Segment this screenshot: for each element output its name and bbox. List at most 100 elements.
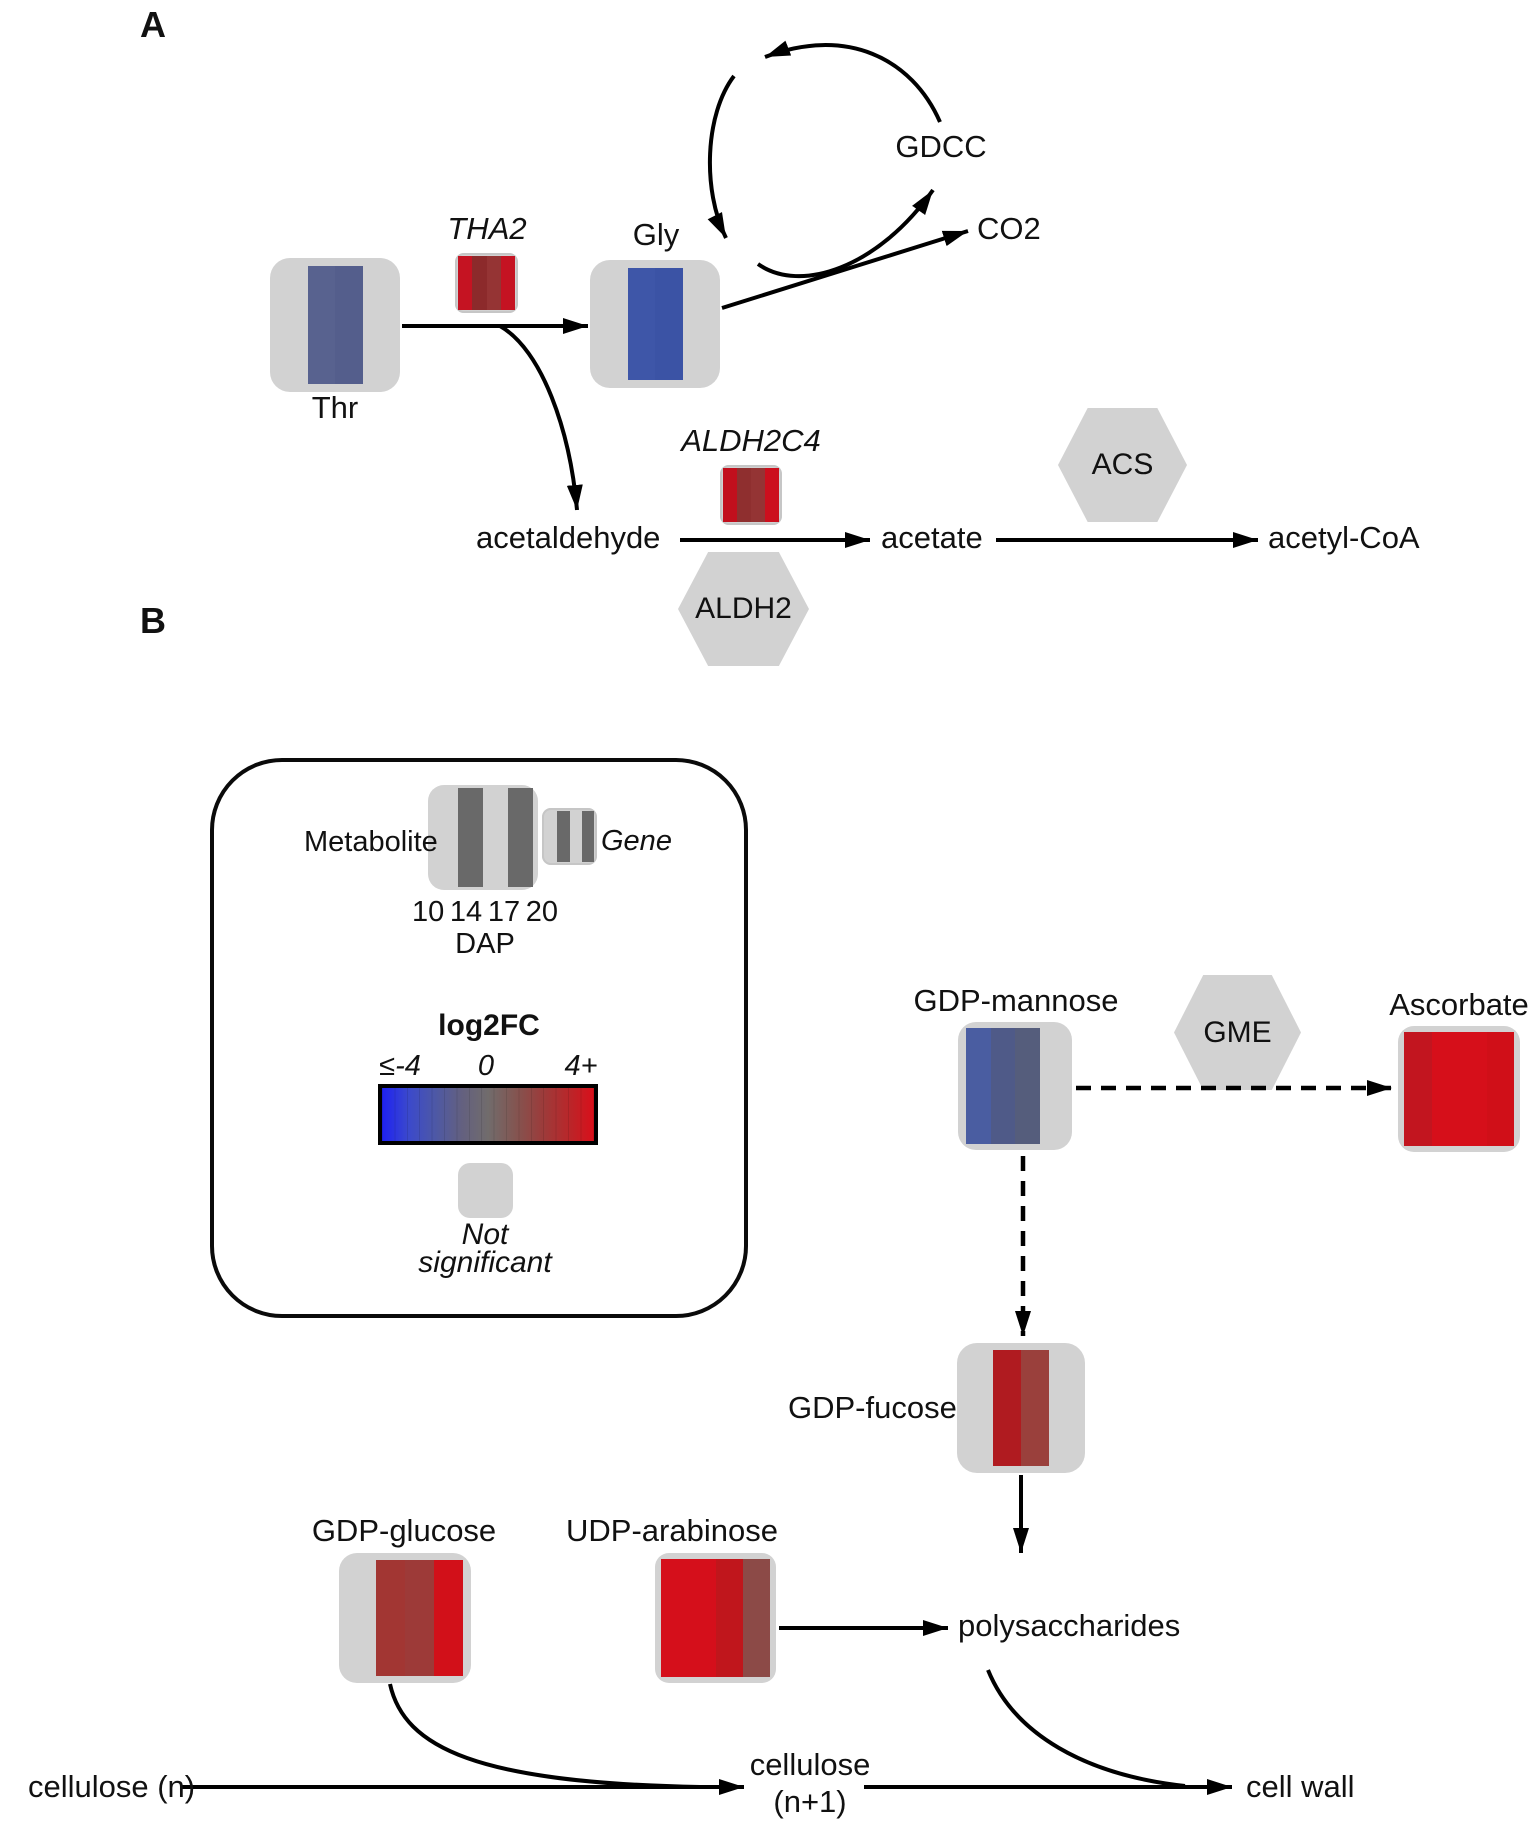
aldh2-enzyme-hexagon: ALDH2	[678, 552, 809, 666]
gdcc-cycle-right-arc	[756, 188, 935, 279]
ascorbate-node	[1398, 1026, 1520, 1152]
heatmap-column	[570, 811, 582, 862]
cellulose-n-label: cellulose (n)	[28, 1769, 196, 1804]
thr-heatmap	[280, 266, 390, 384]
heatmap-column	[966, 1028, 991, 1144]
legend-metabolite-heatmap	[433, 788, 533, 887]
heatmap-column	[486, 256, 501, 310]
gdp-mannose-heatmap	[966, 1028, 1064, 1144]
dap-tick-10: 10	[412, 896, 445, 928]
curve-glucose-to-cellulose	[388, 1683, 701, 1789]
arrow-thr-branch-to-acetaldehyde	[499, 324, 583, 511]
udp-arabinose-heatmap	[661, 1559, 770, 1677]
heatmap-column	[1049, 1350, 1077, 1466]
heatmap-column	[280, 266, 308, 384]
heatmap-column	[307, 266, 335, 384]
heatmap-column	[376, 1560, 405, 1676]
acetate-label: acetate	[881, 520, 983, 555]
not-significant-label-line2: significant	[418, 1246, 552, 1279]
heatmap-column	[683, 268, 711, 380]
aldh2c4-gene-box	[720, 465, 782, 525]
ascorbate-heatmap	[1404, 1032, 1514, 1146]
thr-label: Thr	[311, 390, 359, 425]
aldh2c4-heatmap	[723, 468, 779, 522]
heatmap-column	[715, 1559, 743, 1677]
gly-label: Gly	[632, 217, 680, 252]
heatmap-column	[472, 256, 487, 310]
acs-label: ACS	[1091, 448, 1154, 481]
gly-node	[590, 260, 720, 388]
legend-gene-heatmap	[545, 811, 594, 862]
heatmap-column	[1486, 1032, 1514, 1146]
heatmap-column	[434, 1560, 463, 1676]
heatmap-column	[1431, 1032, 1459, 1146]
gdp-fucose-node	[957, 1343, 1085, 1473]
heatmap-column	[723, 468, 737, 522]
curve-polysaccharides-to-cellwall	[986, 1669, 1186, 1788]
arrow-gly-to-co2	[721, 229, 969, 310]
gdp-mannose-label: GDP-mannose	[913, 983, 1119, 1018]
heatmap-column	[1021, 1350, 1049, 1466]
panel-b-letter: B	[140, 600, 166, 641]
acs-enzyme-hexagon: ACS	[1058, 408, 1187, 522]
tha2-gene-box	[455, 253, 518, 313]
panel-a-letter: A	[140, 4, 166, 45]
heatmap-column	[1015, 1028, 1040, 1144]
heatmap-column	[600, 268, 628, 380]
gdp-glucose-node	[339, 1553, 471, 1683]
gdp-glucose-label: GDP-glucose	[311, 1513, 497, 1548]
heatmap-column	[405, 1560, 434, 1676]
gly-heatmap	[600, 268, 710, 380]
gdp-fucose-heatmap	[965, 1350, 1077, 1466]
heatmap-column	[508, 788, 533, 887]
heatmap-column	[661, 1559, 689, 1677]
gdcc-cycle-top-arc	[764, 40, 942, 123]
heatmap-column	[347, 1560, 376, 1676]
log2fc-title: log2FC	[438, 1009, 540, 1042]
dap-tick-20: 20	[525, 896, 558, 928]
log2fc-gradient-segments	[382, 1088, 594, 1141]
scale-mid-label: 0	[477, 1050, 495, 1082]
tha2-heatmap	[458, 256, 515, 310]
heatmap-column	[688, 1559, 716, 1677]
heatmap-column	[765, 468, 779, 522]
heatmap-column	[1404, 1032, 1432, 1146]
heatmap-column	[751, 468, 765, 522]
tha2-gene-label: THA2	[447, 211, 527, 246]
acetyl-coa-label: acetyl-CoA	[1268, 520, 1420, 555]
gme-label: GME	[1203, 1015, 1272, 1049]
heatmap-column	[990, 1028, 1015, 1144]
heatmap-column	[363, 266, 391, 384]
scale-min-label: ≤-4	[379, 1050, 421, 1082]
co2-label: CO2	[977, 211, 1041, 246]
heatmap-column	[737, 468, 751, 522]
ascorbate-label: Ascorbate	[1389, 987, 1529, 1022]
udp-arabinose-node	[655, 1553, 776, 1683]
udp-arabinose-label: UDP-arabinose	[566, 1513, 778, 1548]
gme-enzyme-hexagon: GME	[1174, 975, 1301, 1090]
aldh2-label: ALDH2	[695, 592, 792, 625]
scale-max-label: 4+	[564, 1050, 598, 1082]
aldh2c4-gene-label: ALDH2C4	[681, 423, 821, 458]
dap-tick-17: 17	[487, 896, 521, 928]
heatmap-column	[483, 788, 508, 887]
legend-gene-label: Gene	[601, 825, 672, 857]
cellulose-n1-label-line1: cellulose	[749, 1747, 871, 1782]
polysaccharides-label: polysaccharides	[958, 1608, 1181, 1643]
heatmap-column	[627, 268, 655, 380]
gdcc-cycle-left-arc	[707, 74, 736, 239]
legend-dap-ticks: 10 14 17 20	[412, 896, 558, 929]
thr-node	[270, 258, 400, 392]
heatmap-column	[965, 1350, 993, 1466]
not-significant-swatch	[458, 1163, 513, 1218]
heatmap-column	[458, 256, 473, 310]
heatmap-column	[1459, 1032, 1487, 1146]
heatmap-column	[335, 266, 363, 384]
legend-metabolite-label: Metabolite	[304, 826, 438, 858]
log2fc-gradient	[378, 1084, 598, 1145]
heatmap-column	[458, 788, 483, 887]
cellulose-n1-label-line2: (n+1)	[773, 1784, 847, 1819]
legend-dap-label: DAP	[455, 928, 515, 960]
acetaldehyde-label: acetaldehyde	[476, 520, 661, 555]
